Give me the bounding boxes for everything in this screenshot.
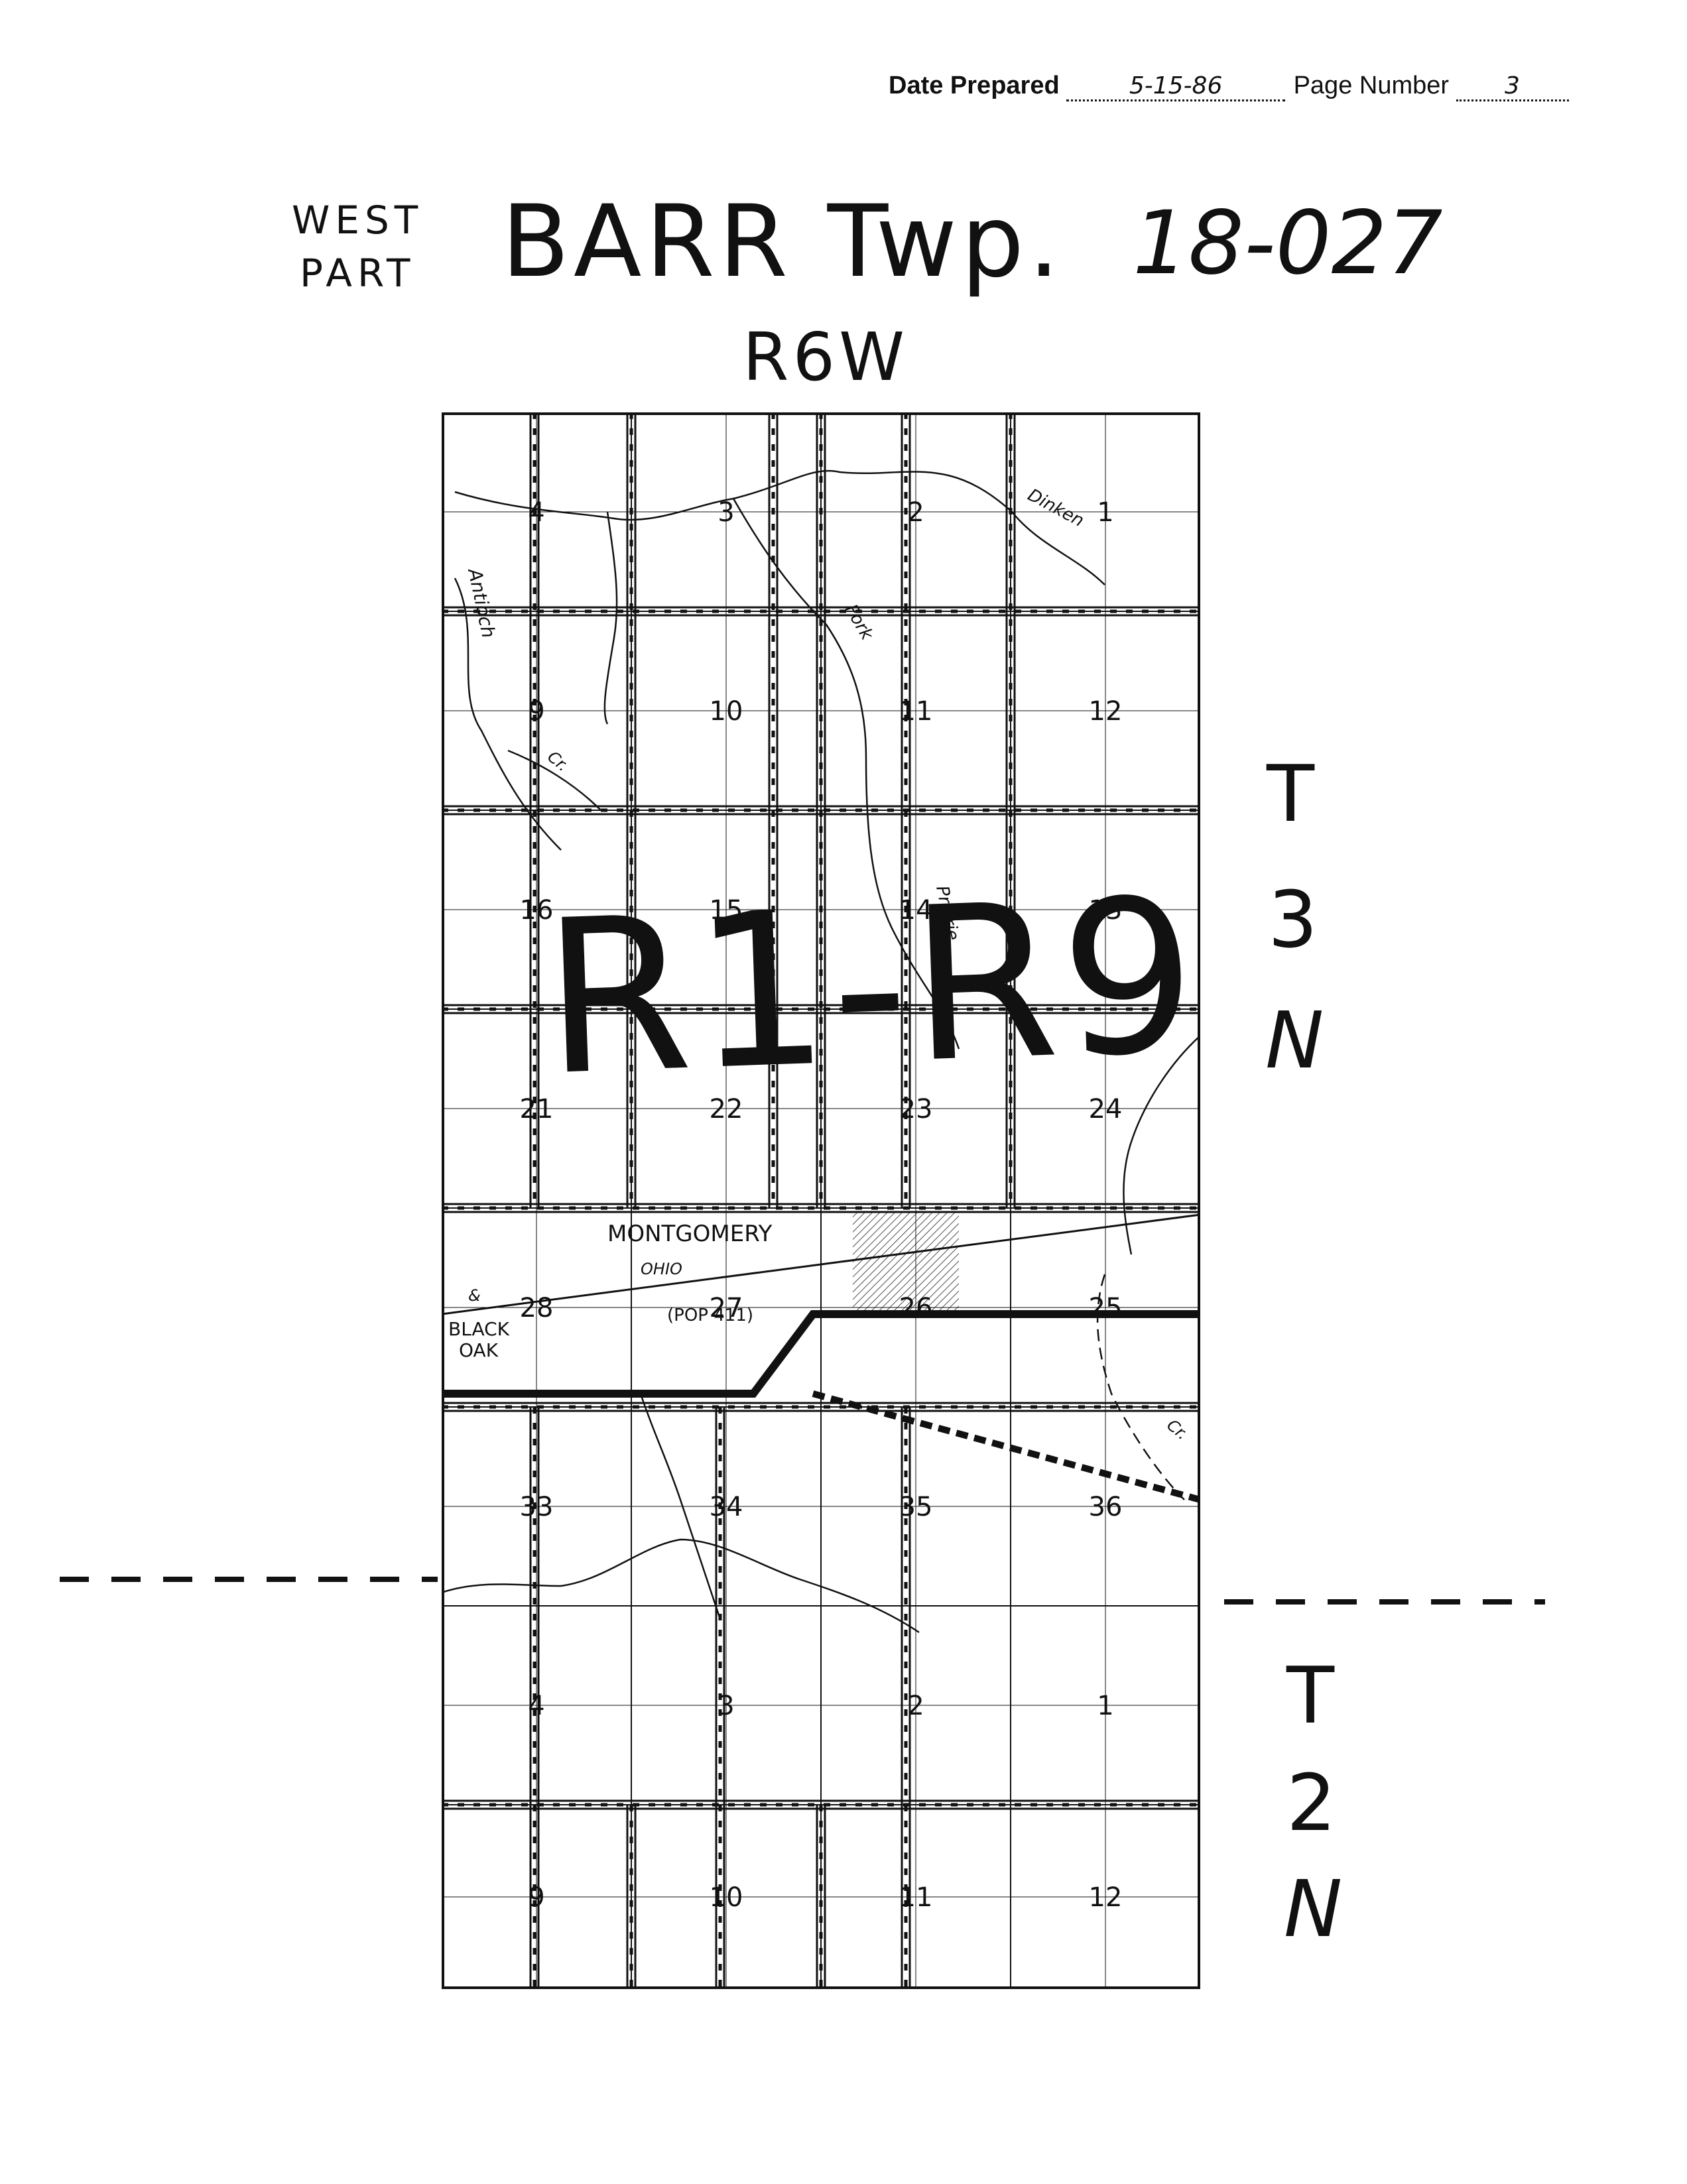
section-label: 23	[899, 1094, 933, 1124]
highway-line	[442, 1310, 1200, 1398]
township-t2n-2: 2	[1286, 1757, 1337, 1849]
section-label: 22	[710, 1094, 743, 1124]
township-t2n-t: T	[1286, 1650, 1335, 1741]
section-label: 1	[1097, 1691, 1113, 1721]
road-network	[442, 412, 1200, 1989]
railroad-line	[442, 1213, 1200, 1315]
township-t3n-t: T	[1267, 748, 1315, 839]
section-label: 9	[528, 1882, 544, 1913]
section-label: 10	[710, 1882, 743, 1913]
annotation-r1-r9: R1-R9	[539, 853, 1203, 1123]
section-label: 27	[710, 1293, 743, 1323]
dinken-label: Dinken	[1025, 485, 1088, 531]
date-prepared-row: Date Prepared 5-15-86 Page Number 3	[889, 72, 1569, 101]
town-name: MONTGOMERY	[607, 1221, 773, 1247]
township-t3n-n: N	[1265, 995, 1324, 1086]
stream-34	[639, 1393, 721, 1620]
section-label: 21	[520, 1094, 554, 1124]
road	[901, 1407, 911, 1989]
road	[816, 1805, 826, 1989]
section-label: 35	[899, 1492, 933, 1522]
township-t2n-n: N	[1284, 1863, 1343, 1955]
section-label: 34	[710, 1492, 743, 1522]
road	[901, 412, 911, 1208]
township-t3n-3: 3	[1268, 874, 1318, 965]
road	[1005, 412, 1016, 1208]
section-label: 10	[710, 696, 743, 727]
highway-east	[812, 1390, 1200, 1503]
village-name-line1: BLACK	[448, 1318, 510, 1340]
cr2-label: Cr.	[1163, 1416, 1192, 1443]
stream-36	[442, 1538, 920, 1634]
road	[768, 412, 779, 1208]
section-label: 26	[899, 1293, 933, 1323]
tributary-9	[603, 511, 618, 725]
road	[715, 1407, 725, 1989]
road	[816, 412, 826, 1208]
section-grid	[442, 412, 1200, 1989]
road	[529, 1407, 540, 1989]
section-label: 25	[1089, 1293, 1123, 1323]
title-township: BARR Twp.	[501, 184, 1064, 300]
date-prepared-value: 5-15-86	[1066, 72, 1286, 101]
date-prepared-label: Date Prepared	[889, 72, 1060, 99]
title-part-line2: PART	[300, 251, 416, 296]
section-label: 3	[718, 1691, 734, 1721]
road	[442, 1203, 1200, 1213]
section-label: 12	[1089, 1882, 1123, 1913]
township-boundary	[60, 1577, 1545, 1605]
highway	[442, 1310, 1200, 1503]
road	[442, 1402, 1200, 1412]
stream-north	[454, 469, 1105, 585]
railroad-label: OHIO	[641, 1260, 682, 1278]
town-shading	[853, 1211, 959, 1311]
stream-24	[1123, 1035, 1200, 1255]
section-label: 36	[1089, 1492, 1123, 1522]
section-label: 24	[1089, 1094, 1123, 1124]
cr-label: Cr.	[544, 747, 572, 775]
title-code: 18-027	[1133, 192, 1443, 294]
title-part-line1: WEST	[292, 198, 424, 243]
title-range: R6W	[743, 318, 908, 396]
section-label: 1	[1097, 497, 1113, 528]
section-label: 9	[528, 696, 544, 727]
section-label: 3	[718, 497, 734, 528]
section-label: 12	[1089, 696, 1123, 727]
section-label: 2	[907, 1691, 924, 1721]
section-label: 11	[899, 696, 933, 727]
road	[626, 1805, 637, 1989]
section-label: 4	[528, 1691, 544, 1721]
page-number-value: 3	[1456, 72, 1569, 101]
section-label: 4	[528, 497, 544, 528]
section-label: 33	[520, 1492, 554, 1522]
section-label: 14	[899, 895, 933, 926]
antioch-creek	[454, 577, 562, 851]
cr-creek	[507, 749, 601, 811]
section-label: 2	[907, 497, 924, 528]
section-label: 13	[1089, 895, 1123, 926]
section-label: 11	[899, 1882, 933, 1913]
antioch-label: Antioch	[464, 566, 500, 640]
road	[529, 412, 540, 1208]
section-label: 28	[520, 1293, 554, 1323]
section-label: 16	[520, 895, 554, 926]
road	[626, 412, 637, 1208]
town-montgomery-block	[853, 1211, 959, 1311]
town-population: (POP 411)	[667, 1305, 753, 1325]
section-label: 15	[710, 895, 743, 926]
amp-label: &	[468, 1286, 481, 1305]
village-name-line2: OAK	[459, 1339, 499, 1361]
railroad	[442, 1213, 1200, 1315]
page-number-label: Page Number	[1293, 72, 1450, 99]
fork-creek	[732, 498, 960, 1050]
